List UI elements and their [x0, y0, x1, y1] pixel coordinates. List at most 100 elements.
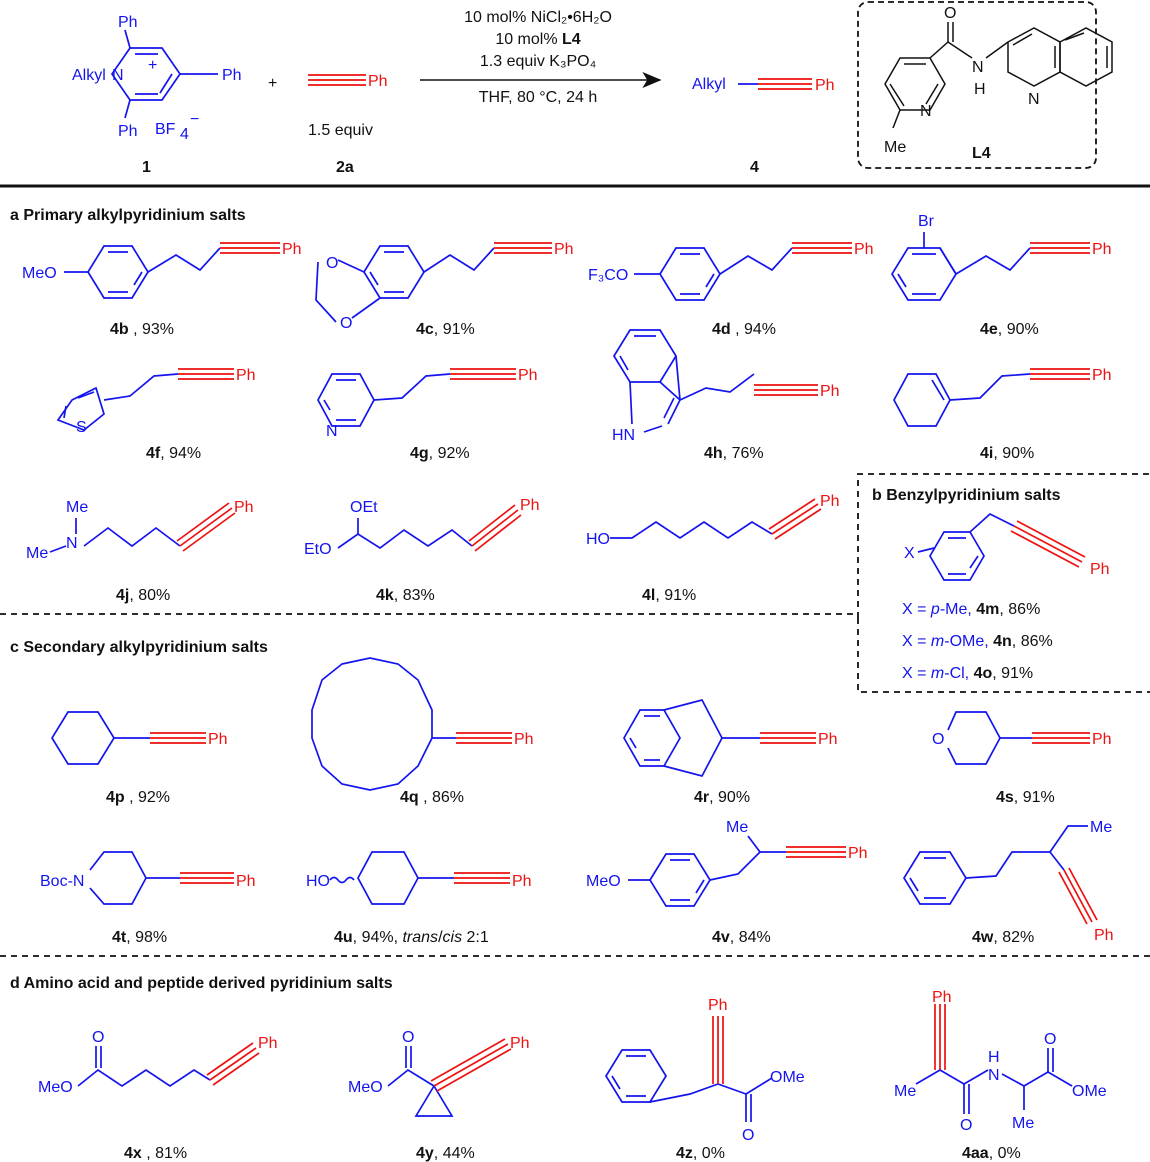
section-a-title: a Primary alkylpyridinium salts — [10, 207, 246, 224]
ph-label: Ph — [854, 241, 874, 258]
compound-4j: Me N Me Ph 4j, 80% — [26, 499, 254, 604]
benzyl-box-border-top — [857, 473, 1150, 618]
compound-4x-caption: 4x , 81% — [124, 1145, 187, 1162]
ph-label: Ph — [820, 493, 840, 510]
o-label: O — [92, 1029, 104, 1046]
ome-label: OMe — [1072, 1083, 1107, 1100]
ph-label: Ph — [208, 731, 228, 748]
product-general: Alkyl Ph 4 — [692, 76, 835, 176]
compound-4z: Ph O OMe 4z, 0% — [605, 997, 805, 1162]
compound-4z-caption: 4z, 0% — [676, 1145, 725, 1162]
me-label: Me — [66, 499, 88, 516]
compound-4s-caption: 4s, 91% — [996, 789, 1055, 806]
compound-4x: O MeO Ph 4x , 81% — [38, 1029, 278, 1162]
product-alkyl-label: Alkyl — [692, 76, 726, 93]
section-b-title: b Benzylpyridinium salts — [872, 487, 1061, 504]
compound-4r-caption: 4r, 90% — [694, 789, 750, 806]
ph-label: Ph — [368, 73, 388, 90]
plus-charge-label: + — [148, 57, 157, 74]
ligand-n2-label: N — [1028, 91, 1040, 108]
compound-4b-caption: 4b , 93% — [110, 321, 174, 338]
ligand-nh-label: N — [972, 59, 984, 76]
ph-label: Ph — [258, 1035, 278, 1052]
ph-right-label: Ph — [222, 67, 242, 84]
compound-4q: Ph 4q , 86% — [311, 657, 534, 806]
br-label: Br — [918, 213, 935, 230]
counterion-label: BF — [155, 121, 176, 138]
oet-label: OEt — [350, 499, 378, 516]
alkyl-label: Alkyl — [72, 67, 106, 84]
ph-label: Ph — [282, 241, 302, 258]
compound-4v-caption: 4v, 84% — [712, 929, 771, 946]
product-id: 4 — [750, 159, 759, 176]
condition-line-3: 1.3 equiv K₃PO₄ — [480, 53, 596, 70]
compound-4u-caption: 4u, 94%, trans/cis 2:1 — [334, 929, 489, 946]
compound-4w: Me Ph 4w, 82% — [903, 819, 1114, 946]
o-label: O — [340, 315, 352, 332]
ome-label: OMe — [770, 1069, 805, 1086]
me-label: Me — [1012, 1115, 1034, 1132]
compound-4aa-caption: 4aa, 0% — [962, 1145, 1021, 1162]
ph-label: Ph — [554, 241, 574, 258]
compound-4e-caption: 4e, 90% — [980, 321, 1039, 338]
benzyl-option-4n: X = m-OMe, 4n, 86% — [902, 633, 1053, 650]
plus-sign: + — [268, 75, 277, 92]
n-label: N — [66, 535, 78, 552]
reactant2-amount: 1.5 equiv — [308, 122, 373, 139]
benzyl-option-4m: X = p-Me, 4m, 86% — [902, 601, 1040, 618]
meo-label: MeO — [348, 1079, 383, 1096]
benzyl-box-border-bottom — [857, 618, 1150, 693]
compound-4d-caption: 4d , 94% — [712, 321, 776, 338]
section-c-title: c Secondary alkylpyridinium salts — [10, 639, 268, 656]
ligand-me-label: Me — [884, 139, 906, 156]
compound-4y-caption: 4y, 44% — [416, 1145, 475, 1162]
compound-4l: HO Ph 4l, 91% — [586, 493, 840, 604]
section-d-title: d Amino acid and peptide derived pyridin… — [10, 975, 393, 992]
compound-4l-caption: 4l, 91% — [642, 587, 696, 604]
compound-4i-caption: 4i, 90% — [980, 445, 1034, 462]
ph-label: Ph — [520, 497, 540, 514]
ph-label: Ph — [236, 367, 256, 384]
compound-4r: Ph 4r, 90% — [623, 699, 838, 806]
ph-label: Ph — [1090, 561, 1110, 578]
ph-label: Ph — [932, 989, 952, 1006]
me-label: Me — [726, 819, 748, 836]
ligand-n1-label: N — [920, 103, 932, 120]
benzyl-option-4o: X = m-Cl, 4o, 91% — [902, 665, 1033, 682]
ligand-o-label: O — [944, 5, 956, 22]
compound-4q-caption: 4q , 86% — [400, 789, 464, 806]
ph-label: Ph — [1092, 241, 1112, 258]
ph-label: Ph — [818, 731, 838, 748]
ph-label: Ph — [820, 383, 840, 400]
me-label: Me — [1090, 819, 1112, 836]
ph-label: Ph — [708, 997, 728, 1014]
s-label: S — [76, 419, 87, 436]
ph-label: Ph — [1092, 367, 1112, 384]
pyridinium-n-label: N — [112, 67, 124, 84]
ph-label: Ph — [848, 845, 868, 862]
meo-label: MeO — [586, 873, 621, 890]
compound-benzyl-general: X Ph X = p-Me, 4m, 86% X = m-OMe, 4n, 86… — [902, 512, 1110, 682]
compound-4s: O Ph 4s, 91% — [932, 711, 1112, 806]
compound-4p-caption: 4p , 92% — [106, 789, 170, 806]
compound-4g-caption: 4g, 92% — [410, 445, 470, 462]
meo-label: MeO — [38, 1079, 73, 1096]
compound-4c-caption: 4c, 91% — [416, 321, 475, 338]
compound-4i: Ph 4i, 90% — [893, 367, 1112, 462]
o-label: O — [960, 1117, 972, 1134]
reaction-conditions: 10 mol% NiCl₂•6H₂O 10 mol% L4 1.3 equiv … — [420, 9, 662, 106]
compound-4c: O O Ph 4c, 91% — [315, 241, 574, 338]
boc-n-label: Boc-N — [40, 873, 84, 890]
reactant1-id: 1 — [142, 159, 151, 176]
condition-line-4: THF, 80 °C, 24 h — [479, 89, 597, 106]
ph-label: Ph — [514, 731, 534, 748]
hn-label: HN — [612, 427, 635, 444]
condition-line-1: 10 mol% NiCl₂•6H₂O — [464, 9, 612, 26]
compound-4u: HO Ph 4u, 94%, trans/cis 2:1 — [306, 851, 532, 946]
o-label: O — [1044, 1031, 1056, 1048]
ph-label: Ph — [512, 873, 532, 890]
me-label: Me — [26, 545, 48, 562]
ph-label: Ph — [234, 499, 254, 516]
h-label: H — [988, 1049, 1000, 1066]
